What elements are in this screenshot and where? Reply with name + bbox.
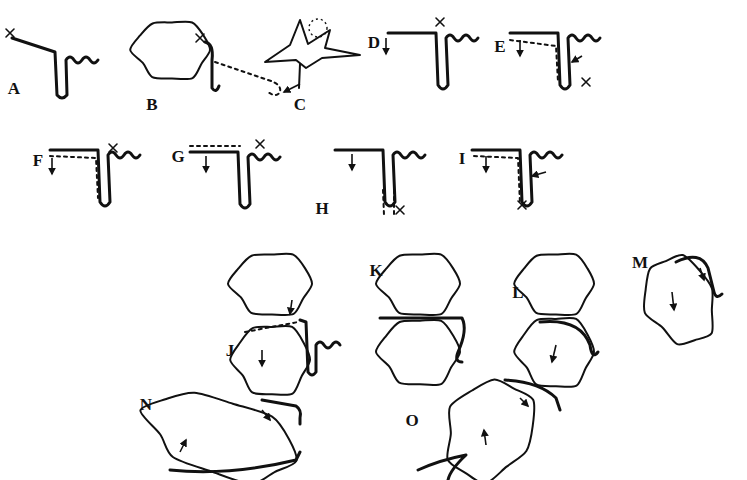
panel-letter: H <box>315 200 328 217</box>
cross-mark <box>256 140 264 148</box>
panel-letter: L <box>512 284 523 301</box>
membrane-profile <box>388 33 478 89</box>
motion-arrow <box>672 292 674 310</box>
cell-outline <box>140 393 296 480</box>
motion-arrow <box>290 300 292 314</box>
panel-letter: B <box>146 96 157 113</box>
dotted-circle <box>309 19 327 37</box>
membrane-profile <box>418 455 466 480</box>
cross-mark <box>436 18 444 26</box>
panel-letter: I <box>459 150 466 167</box>
membrane-profile <box>190 152 280 208</box>
membrane-trace <box>510 40 558 82</box>
cell-outline <box>514 254 594 315</box>
membrane-profile <box>12 38 98 98</box>
membrane-profile <box>300 320 340 375</box>
panel-letter: D <box>368 34 380 51</box>
membrane-trace <box>383 190 394 215</box>
panel-letter: F <box>33 152 43 169</box>
panel-letter: M <box>632 254 648 271</box>
membrane-profile <box>205 42 219 91</box>
cell-outline <box>130 22 210 79</box>
membrane-profile <box>262 400 301 424</box>
motion-arrow <box>262 410 270 420</box>
cell-outline <box>514 318 594 387</box>
motion-arrow <box>385 38 387 54</box>
cross-mark <box>6 29 14 37</box>
motion-arrow <box>552 345 556 362</box>
motion-arrow <box>700 268 704 280</box>
cell-outline <box>376 320 460 385</box>
membrane-profile <box>50 150 140 206</box>
cell-outline <box>228 254 312 315</box>
panel-letter: N <box>140 396 152 413</box>
motion-arrow <box>180 440 186 452</box>
membrane-profile <box>676 257 722 296</box>
motion-arrow <box>532 172 546 176</box>
motion-arrow <box>284 84 300 92</box>
motion-arrow <box>351 154 353 170</box>
membrane-profile <box>472 150 562 206</box>
cross-mark <box>196 34 204 42</box>
motion-arrow <box>485 156 487 172</box>
motion-arrow <box>261 350 263 366</box>
motion-arrow <box>520 398 528 406</box>
motion-arrow <box>484 430 486 445</box>
panel-letter: C <box>294 96 306 113</box>
membrane-profile <box>540 321 598 354</box>
membrane-trace <box>245 322 298 332</box>
membrane-profile <box>335 150 425 206</box>
panel-letter: G <box>171 148 184 165</box>
panel-letter: J <box>226 342 235 359</box>
cell-process-shape <box>265 20 360 68</box>
panel-letter: K <box>369 262 382 279</box>
cell-outline <box>644 255 713 345</box>
motion-arrow <box>51 158 53 174</box>
membrane-trace <box>215 62 280 95</box>
panel-letter: E <box>494 38 505 55</box>
panel-letter: A <box>8 80 20 97</box>
cell-outline <box>447 380 534 480</box>
membrane-trace <box>190 145 240 147</box>
membrane-profile <box>170 452 300 472</box>
membrane-profile <box>510 33 600 89</box>
cross-mark <box>518 201 526 209</box>
motion-arrow <box>519 40 521 56</box>
membrane-profile <box>505 380 560 410</box>
panel-letter: O <box>405 412 418 429</box>
motion-arrow <box>205 156 207 172</box>
cell-outline <box>230 326 310 395</box>
membrane-profile <box>380 318 464 362</box>
membrane-trace <box>50 156 98 198</box>
cross-mark <box>396 206 404 214</box>
cell-outline <box>376 254 460 315</box>
membrane-trace <box>474 156 520 204</box>
motion-arrow <box>572 56 582 62</box>
cross-mark <box>582 78 590 86</box>
cross-mark <box>109 144 117 152</box>
